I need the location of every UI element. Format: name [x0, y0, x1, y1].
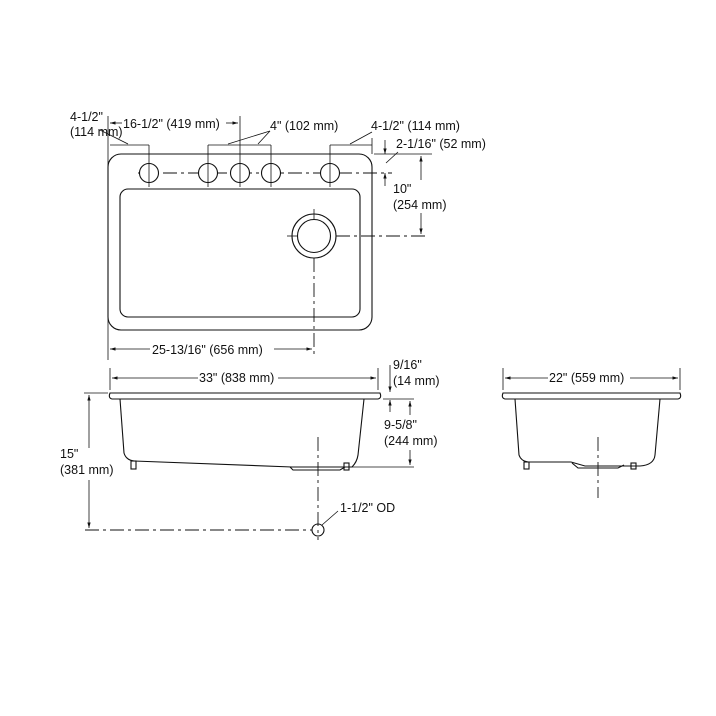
left-offset-mm: (114 mm) — [70, 125, 123, 139]
drain-depth-mm: (254 mm) — [393, 198, 446, 212]
bowl-depth-mm: (244 mm) — [384, 434, 437, 448]
right-offset-label: 4-1/2" (114 mm) — [371, 119, 460, 133]
basin-outline — [119, 188, 361, 318]
drain-depth-inch: 10" — [393, 182, 411, 196]
hole-span-label: 16-1/2" (419 mm) — [123, 117, 220, 131]
drain-flange — [291, 213, 337, 259]
side-view: 22" (559 mm) — [501, 368, 682, 498]
bowl-profile — [119, 398, 365, 468]
rim — [501, 392, 682, 400]
foot — [630, 462, 637, 470]
hole-spacing-label: 4" (102 mm) — [270, 119, 338, 133]
width-label: 33" (838 mm) — [199, 371, 274, 385]
left-offset-inch: 4-1/2" — [70, 110, 103, 124]
rim — [108, 392, 382, 400]
rim-thickness-inch: 9/16" — [393, 358, 422, 372]
top-view: 4-1/2" (114 mm) 16-1/2" (419 mm) 4" (102… — [70, 110, 486, 360]
drain-from-left-label: 25-13/16" (656 mm) — [152, 343, 263, 357]
drain-outlet-icon — [311, 523, 325, 537]
rim-thickness-mm: (14 mm) — [393, 374, 440, 388]
front-view: 33" (838 mm) 9/16" (14 mm) 9-5/8" (244 m… — [60, 358, 440, 540]
foot — [130, 460, 137, 470]
depth-label: 22" (559 mm) — [549, 371, 624, 385]
bowl-depth-inch: 9-5/8" — [384, 418, 417, 432]
overall-height-mm: (381 mm) — [60, 463, 113, 477]
drain — [287, 209, 427, 356]
bowl-profile — [514, 398, 661, 467]
drain-outlet-label: 1-1/2" OD — [340, 501, 395, 515]
foot — [523, 461, 530, 470]
overall-height-inch: 15" — [60, 447, 78, 461]
foot — [343, 462, 350, 471]
faucet-holes — [138, 116, 341, 187]
drain-opening — [296, 218, 332, 254]
hole-from-edge-label: 2-1/16" (52 mm) — [396, 137, 486, 151]
